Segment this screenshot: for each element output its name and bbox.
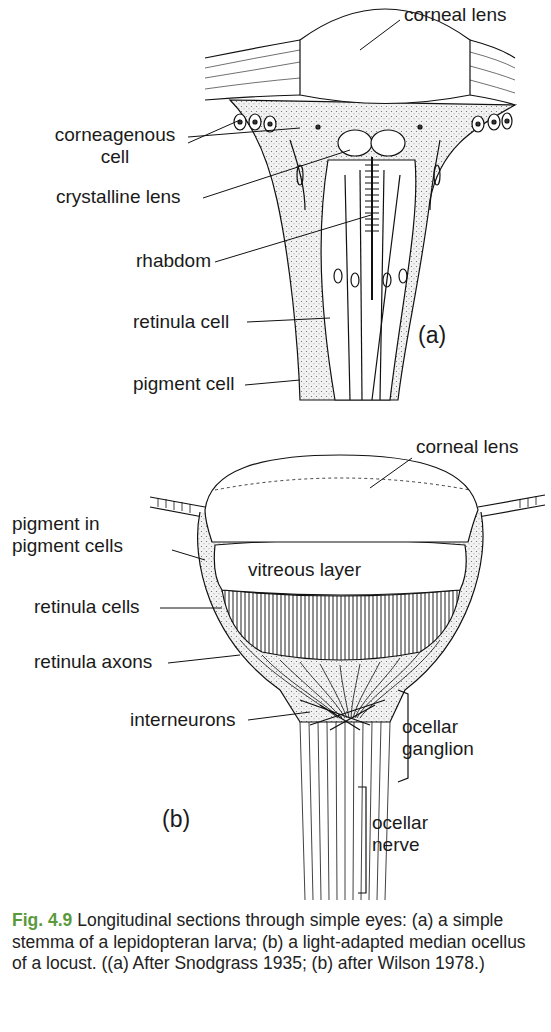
ocellus-drawing [150,455,545,900]
part-label: retinula cells [34,596,164,618]
part-label: rhabdom [136,250,226,272]
part-label: corneal lens [404,4,544,26]
caption-block: Fig. 4.9 Longitudinal sections through s… [12,910,542,975]
bracket-label: ocellar ganglion [402,716,482,760]
caption-text: Longitudinal sections through simple eye… [12,910,526,973]
stemma-drawing [205,9,515,400]
part-label: crystalline lens [56,186,206,208]
leader-lines-b [160,458,412,720]
part-label: pigment in pigment cells [12,513,172,557]
part-label: vitreous layer [248,559,388,581]
part-label: pigment cell [133,373,253,395]
panel-letter: (b) [162,806,212,832]
part-label: retinula axons [34,651,174,673]
part-label: corneagenous cell [44,124,186,168]
part-label: corneal lens [416,436,546,458]
part-label: retinula cell [133,311,253,333]
part-label: interneurons [130,709,250,731]
figure-number: Fig. 4.9 [12,910,72,930]
panel-letter: (a) [418,322,468,348]
bracket-label: ocellar nerve [372,812,452,856]
